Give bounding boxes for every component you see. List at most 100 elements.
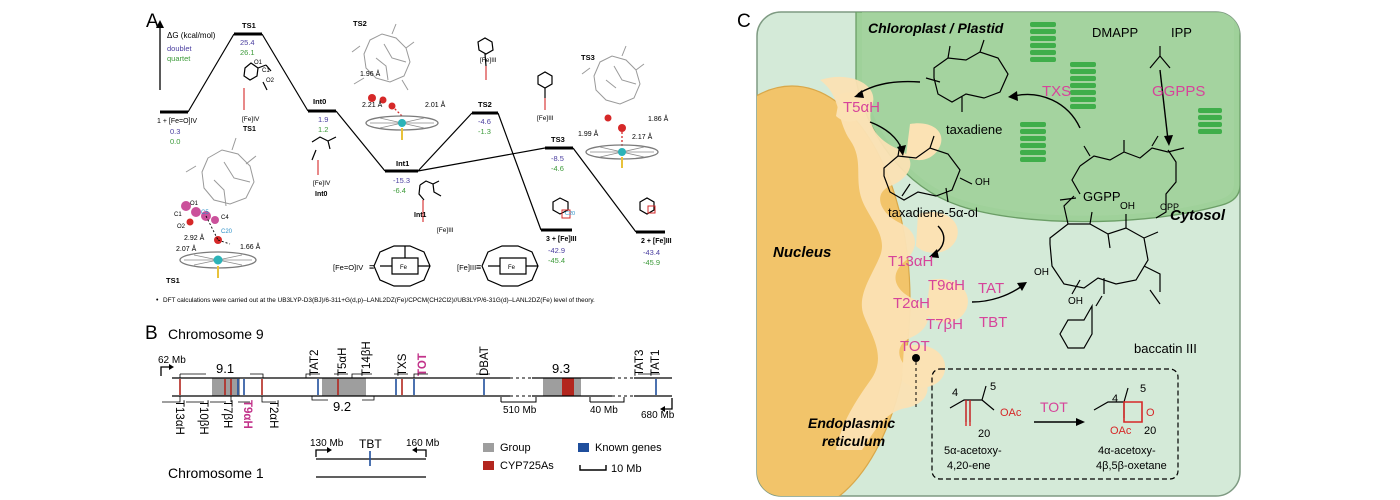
thylakoid-stack-2 bbox=[1070, 62, 1096, 109]
endoplasmic-reticulum bbox=[820, 76, 929, 450]
state-quartet-ts2: -1.3 bbox=[478, 127, 491, 136]
chr9-start-coord: 62 Mb bbox=[158, 355, 186, 366]
porphyrin-fe-symbol: Fe bbox=[508, 265, 516, 271]
chr9-end-arrowhead bbox=[660, 406, 665, 412]
inset-product-line2: 4β,5β-oxetane bbox=[1096, 460, 1167, 472]
dmapp-to-ggpps-arrow bbox=[1159, 69, 1169, 141]
chr9-start-arrow bbox=[160, 366, 172, 376]
ts3-fe-label: [Fe]III bbox=[537, 115, 554, 122]
ts3-distance-c: 2.17 Å bbox=[632, 132, 653, 141]
baccatin-structure: OH OH OH baccatin III bbox=[1034, 195, 1197, 356]
inset-substrate-structure bbox=[949, 385, 995, 422]
thylakoid-stack-4 bbox=[1198, 108, 1222, 134]
chromosome-9-title: Chromosome 9 bbox=[168, 326, 264, 342]
product2-structure-sketch bbox=[639, 197, 656, 215]
region-9-1: 9.1 bbox=[216, 361, 234, 376]
ts1-atom-c4-3d: C4 bbox=[221, 215, 229, 221]
int0-fe-label: [Fe]IV bbox=[313, 180, 331, 187]
cyp-block-9-3 bbox=[562, 378, 574, 396]
legend-group-label: Group bbox=[500, 442, 531, 454]
t5ah-start-arrowhead bbox=[854, 90, 864, 98]
region-9-2-bracket bbox=[311, 396, 375, 401]
gene-label-t13ah: T13αH bbox=[173, 400, 185, 435]
inset-reaction-arrowhead bbox=[1076, 418, 1085, 426]
enzyme-tbt: TBT bbox=[979, 314, 1007, 331]
state-quartet-ts3: -4.6 bbox=[551, 164, 564, 173]
product3-atom-c20: C20 bbox=[565, 211, 575, 217]
state-doublet-int1: -15.3 bbox=[393, 176, 410, 185]
inset-n5-product: 5 bbox=[1140, 383, 1146, 395]
tot-inset-box bbox=[931, 368, 1179, 480]
baccatin-oh-3: OH bbox=[1068, 296, 1083, 307]
inset-oac-2: OAc bbox=[1110, 425, 1132, 437]
chr9-mid-tick bbox=[500, 397, 537, 403]
label-er-line2: reticulum bbox=[822, 433, 885, 449]
chr1-end-arrow bbox=[414, 449, 427, 457]
bottom-gene-labels: T13αH T10βH T7βH T9αH T2αH bbox=[162, 396, 279, 435]
state-name-ts1: TS1 bbox=[242, 21, 256, 30]
inset-n5: 5 bbox=[990, 381, 996, 393]
metabolite-dmapp: DMAPP bbox=[1092, 25, 1138, 40]
taxadienol-structure bbox=[883, 135, 973, 203]
enzyme-tat: TAT bbox=[978, 280, 1004, 297]
ts1-3d-title: TS1 bbox=[166, 276, 180, 285]
inset-enzyme-tot: TOT bbox=[1040, 399, 1068, 415]
taxadiene-structure bbox=[925, 39, 1009, 112]
gene-label-t5ah: T5αH bbox=[337, 348, 349, 376]
metabolite-oh-1: OH bbox=[975, 177, 990, 188]
baccatin-oh-2: OH bbox=[1034, 267, 1049, 278]
chr1-gene-tbt: TBT bbox=[359, 437, 382, 451]
legend-scale-bar bbox=[579, 465, 607, 471]
gene-label-t14bh: T14βH bbox=[361, 341, 373, 376]
legend-doublet: doublet bbox=[167, 44, 193, 53]
state-quartet-int1: -6.4 bbox=[393, 186, 406, 195]
state-doublet-ts2: -4.6 bbox=[478, 117, 491, 126]
panel-a-label: A bbox=[146, 11, 159, 32]
legend-quartet: quartet bbox=[167, 54, 191, 63]
enzyme-tot: TOT bbox=[900, 338, 930, 355]
er-lobe-5 bbox=[836, 92, 868, 122]
chr1-end-coord: 160 Mb bbox=[406, 438, 440, 449]
ts1-distance-b: 2.07 Å bbox=[176, 244, 197, 253]
ts1-atom-c5-3d: C5 bbox=[201, 210, 209, 216]
ts1-atom-o2: O2 bbox=[266, 78, 275, 84]
region-9-3: 9.3 bbox=[552, 361, 570, 376]
state-quartet-int0: 1.2 bbox=[318, 125, 328, 134]
enzyme-t13ah: T13αH bbox=[888, 253, 933, 270]
gene-label-dbat: DBAT bbox=[479, 346, 491, 376]
state-doublet-reactant: 0.3 bbox=[170, 127, 180, 136]
metabolite-taxadiene: taxadiene bbox=[946, 122, 1002, 137]
region-9-2: 9.2 bbox=[333, 399, 351, 414]
thylakoid-stacks bbox=[1020, 22, 1222, 162]
baccatin-oh-1: OH bbox=[1120, 201, 1135, 212]
state-quartet-ts1: 26.1 bbox=[240, 48, 255, 57]
panel-a: A ΔG (kcal/mol) doublet quartet 1 + [Fe=… bbox=[146, 11, 672, 304]
top-gene-ticks bbox=[305, 373, 660, 378]
inset-substrate-line2: 4,20-ene bbox=[947, 460, 990, 472]
chr9-mid-coord: 510 Mb bbox=[503, 405, 537, 416]
porphyrin-legend: [Fe=O]IV ≡ Fe [Fe]III ≡ Fe bbox=[333, 245, 539, 287]
porphyrin-equals-1: ≡ bbox=[369, 262, 374, 272]
state-name-p2: 2 + [Fe]III bbox=[641, 238, 672, 245]
region-9-1-bracket bbox=[179, 373, 264, 378]
ts1-atom-c1-3d: C1 bbox=[174, 212, 182, 218]
label-er-line1: Endoplasmic bbox=[808, 415, 895, 431]
int1-fe-label: [Fe]III bbox=[437, 227, 454, 234]
gene-label-t10bh: T10βH bbox=[197, 400, 209, 435]
state-name-ts2: TS2 bbox=[478, 100, 492, 109]
ts1-3d-model: O1 C1 C5 C4 O2 C20 2.92 Å 2.07 Å 1.66 Å … bbox=[166, 137, 261, 285]
porphyrin-fe-o-label: [Fe=O]IV bbox=[333, 263, 363, 272]
metabolite-ggpp: GGPP bbox=[1083, 189, 1121, 204]
ts1-distance-a: 2.92 Å bbox=[184, 233, 205, 242]
gene-label-tat2: TAT2 bbox=[309, 350, 321, 376]
ts1-fe-label: [Fe]IV bbox=[242, 116, 260, 123]
ts1-atom-c20-3d: C20 bbox=[221, 229, 233, 235]
gene-label-t2ah: T2αH bbox=[267, 400, 279, 428]
chr9-end-arrow bbox=[662, 398, 673, 410]
footnote-bullet: • bbox=[156, 297, 159, 304]
porphyrin-fe-o-symbol: Fe bbox=[400, 265, 408, 271]
gene-label-tat3: TAT3 bbox=[634, 350, 646, 376]
legend-known-swatch bbox=[578, 443, 589, 452]
chr1-end-arrowhead bbox=[412, 447, 417, 453]
enzyme-txs: TXS bbox=[1042, 83, 1071, 100]
